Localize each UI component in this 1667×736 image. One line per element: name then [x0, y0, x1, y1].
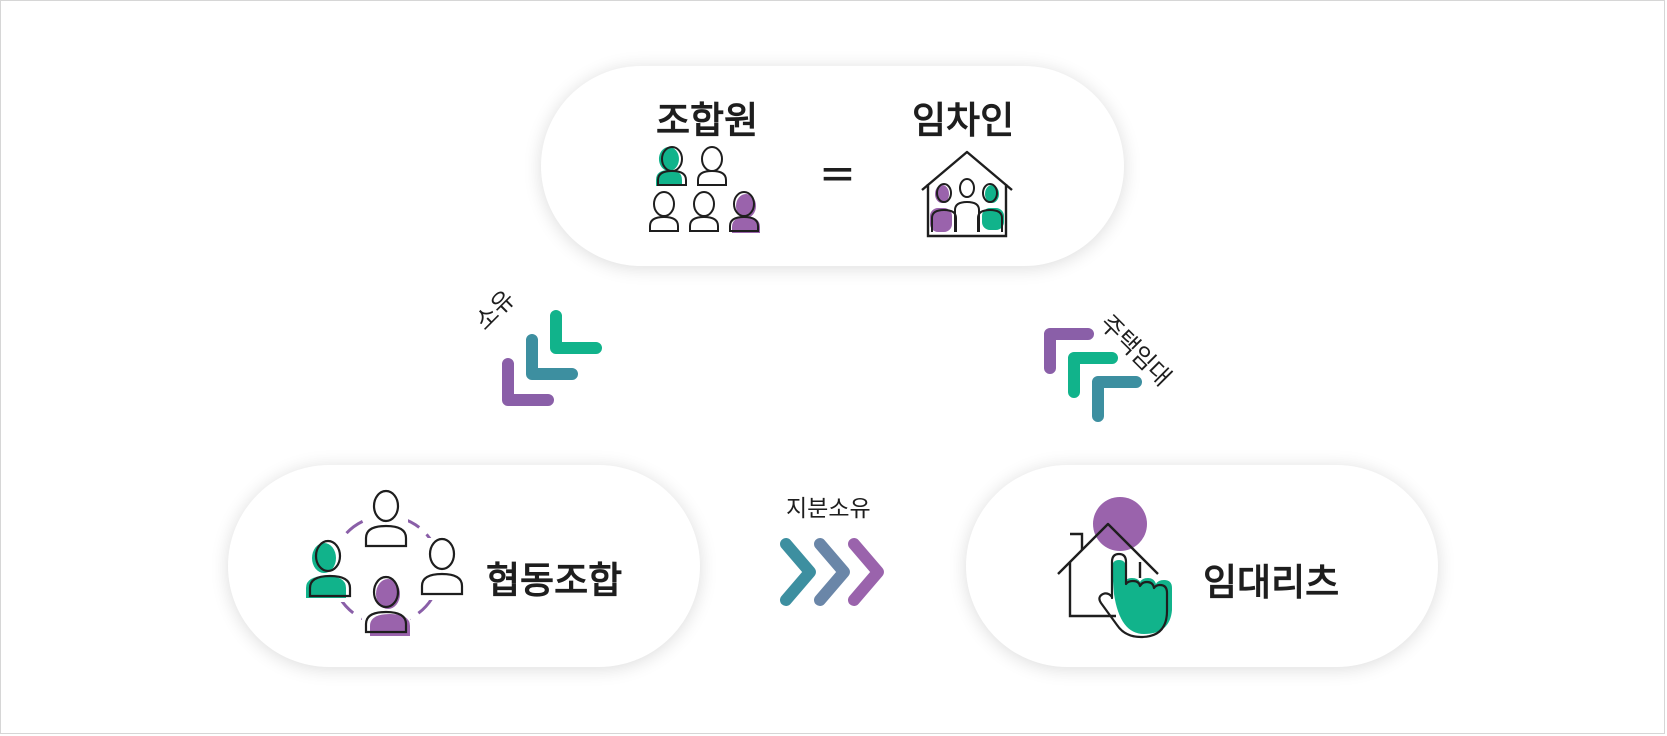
equity-ownership-arrow-icon: [780, 538, 884, 606]
rental-reits-label: 임대리츠: [1203, 561, 1340, 604]
cooperative-circle-icon: [304, 489, 466, 640]
member-person-icon: [656, 146, 687, 186]
member-person-icon: [697, 146, 727, 186]
equals-sign: =: [819, 148, 856, 199]
housing-lease-arrow-icon: [1044, 328, 1142, 422]
tenant-label: 임차인: [912, 99, 1015, 142]
rental-reits-node-pill: [966, 465, 1438, 667]
member-person-icon: [649, 191, 679, 232]
house-with-people-icon: [921, 150, 1013, 238]
cooperative-label: 협동조합: [486, 559, 623, 602]
house-pointer-icon: [1057, 497, 1172, 639]
top-node-pill: [541, 66, 1124, 266]
equity-ownership-label: 지분소유: [786, 496, 871, 522]
member-label: 조합원: [656, 99, 759, 142]
member-person-icon: [729, 191, 760, 233]
member-person-icon: [689, 191, 719, 232]
members-group-icon: [649, 146, 760, 233]
ownership-arrow-icon: [502, 310, 602, 406]
